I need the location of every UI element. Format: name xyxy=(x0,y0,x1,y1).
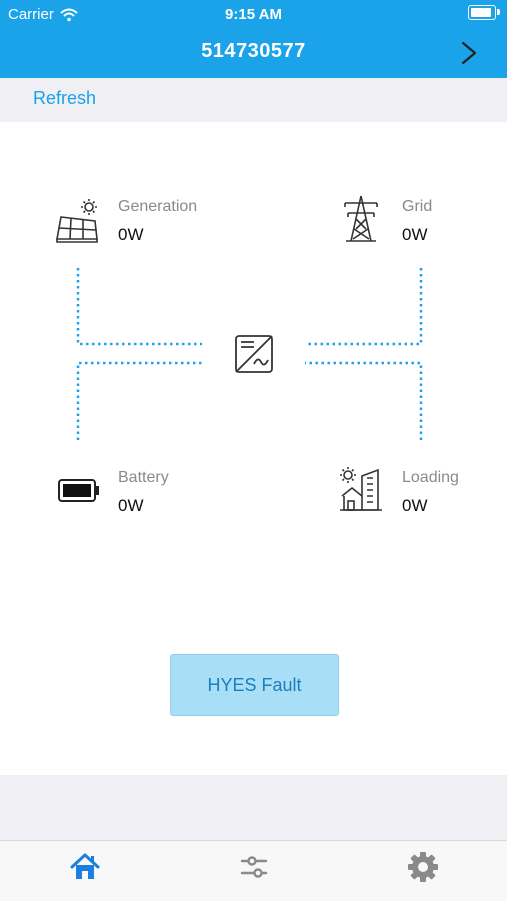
carrier-label: Carrier xyxy=(8,6,54,23)
power-tower-icon xyxy=(344,195,378,242)
grid-value: 0W xyxy=(402,225,428,244)
generation-value: 0W xyxy=(118,225,144,244)
solar-panel-icon xyxy=(56,199,98,243)
sliders-icon xyxy=(240,856,268,878)
battery-label: Battery xyxy=(118,469,169,486)
settings-gear-icon xyxy=(408,852,438,882)
bottom-band xyxy=(0,775,507,840)
generation-label: Generation xyxy=(118,198,198,215)
home-load-icon xyxy=(340,467,382,511)
loading-flow-line xyxy=(305,361,423,440)
refresh-button[interactable]: Refresh xyxy=(33,88,97,108)
grid-flow-line xyxy=(305,268,423,346)
tab-controls[interactable] xyxy=(238,851,270,883)
battery-value: 0W xyxy=(118,496,144,515)
inverter-icon xyxy=(235,335,273,373)
home-icon xyxy=(70,853,100,879)
loading-label: Loading xyxy=(402,469,459,486)
grid-label: Grid xyxy=(402,198,433,215)
loading-value: 0W xyxy=(402,496,428,515)
status-bar: Carrier 9:15 AM xyxy=(0,0,507,28)
carrier-indicator: Carrier xyxy=(8,6,78,23)
battery-full-icon xyxy=(468,5,500,20)
generation-flow-line xyxy=(76,268,202,346)
battery-level-fill xyxy=(471,8,491,17)
wifi-icon xyxy=(60,8,78,21)
tab-bar xyxy=(0,840,507,901)
tab-settings[interactable] xyxy=(407,851,439,883)
battery-flow-line xyxy=(76,361,202,440)
battery-icon xyxy=(58,479,99,502)
tab-home[interactable] xyxy=(69,851,101,883)
status-time: 9:15 AM xyxy=(225,6,282,23)
fault-status-button[interactable]: HYES Fault xyxy=(170,654,339,716)
page-title: 514730577 xyxy=(201,40,306,62)
refresh-bar: Refresh xyxy=(0,78,507,122)
chevron-right-icon[interactable] xyxy=(459,41,479,65)
top-header: Carrier 9:15 AM 514730577 xyxy=(0,0,507,78)
